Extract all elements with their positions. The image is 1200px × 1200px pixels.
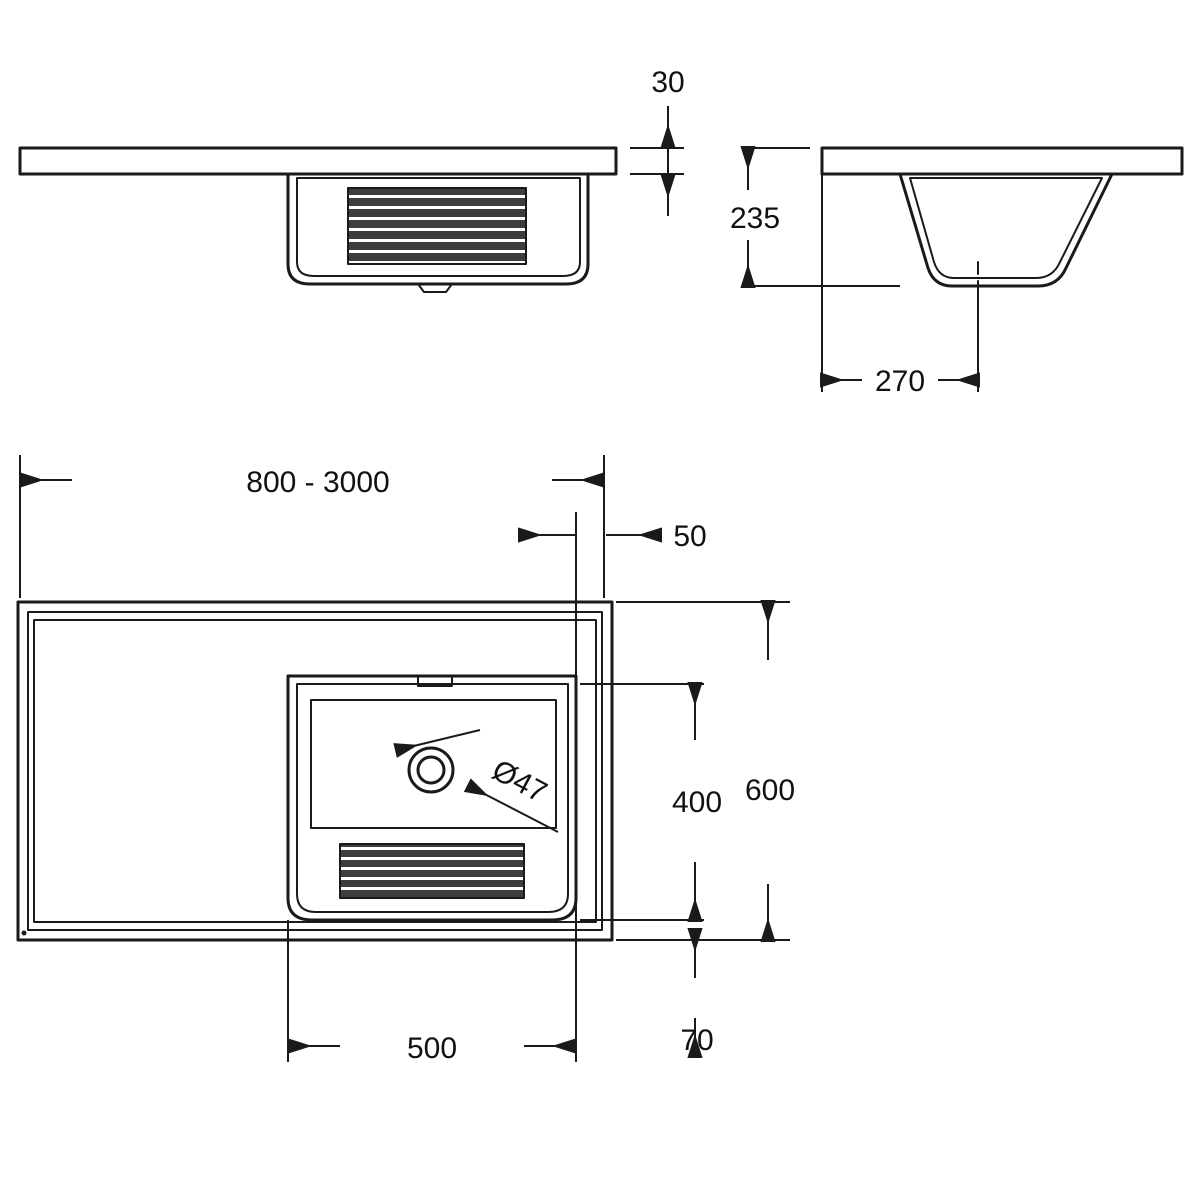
- view-front-elevation: [18, 146, 618, 293]
- front-grille: [348, 188, 526, 264]
- front-bowl-outline: [286, 172, 590, 286]
- dimension-back-offset: [616, 928, 704, 1058]
- plan-bowl-base: [310, 699, 557, 829]
- dim-label-rim-thickness: 30: [651, 66, 684, 99]
- plan-tap-hole: [417, 675, 453, 687]
- drain-leader-upper: [393, 729, 481, 758]
- view-side-elevation: [820, 146, 1184, 301]
- dimension-bowl-depth: [740, 146, 900, 288]
- front-grille-border: [347, 187, 527, 265]
- side-bowl-inner: [909, 177, 1103, 279]
- front-bowl-inner: [296, 177, 581, 277]
- plan-outer-rim: [16, 600, 614, 942]
- plan-bowl-inner: [296, 683, 569, 913]
- front-drain-stub: [417, 283, 453, 293]
- dim-label-edge-offset: 50: [673, 520, 706, 553]
- dim-label-bowl-height-plan: 400: [672, 786, 722, 819]
- dimension-rim-thickness: [630, 106, 684, 216]
- plan-grille-border: [339, 843, 525, 899]
- plan-inner-rim2: [33, 619, 597, 923]
- dimension-bowl-height-plan: [580, 682, 704, 922]
- dimension-overall-depth: [616, 600, 790, 942]
- dim-label-bowl-side-width: 270: [875, 365, 925, 398]
- plan-drain-outer: [407, 746, 455, 794]
- dim-label-overall-length: 800 - 3000: [246, 466, 389, 499]
- dimension-edge-offset: [518, 512, 662, 920]
- plan-corner-dot: [21, 930, 27, 936]
- side-bowl-outline: [898, 172, 1114, 288]
- dim-label-back-offset: 70: [680, 1024, 713, 1057]
- front-countertop: [18, 146, 618, 176]
- plan-inner-rim: [27, 611, 603, 931]
- dim-label-bowl-width-plan: 500: [407, 1032, 457, 1065]
- dim-label-bowl-depth: 235: [730, 202, 780, 235]
- dimension-drain-diameter: [393, 729, 559, 833]
- dim-label-overall-depth: 600: [745, 774, 795, 807]
- side-countertop: [820, 146, 1184, 176]
- drain-leader-lower: [463, 778, 559, 833]
- dimension-bowl-width-plan: [287, 920, 577, 1062]
- dimension-bowl-side-width: [820, 174, 980, 392]
- plan-grille: [340, 844, 524, 898]
- plan-drain-inner: [416, 755, 446, 785]
